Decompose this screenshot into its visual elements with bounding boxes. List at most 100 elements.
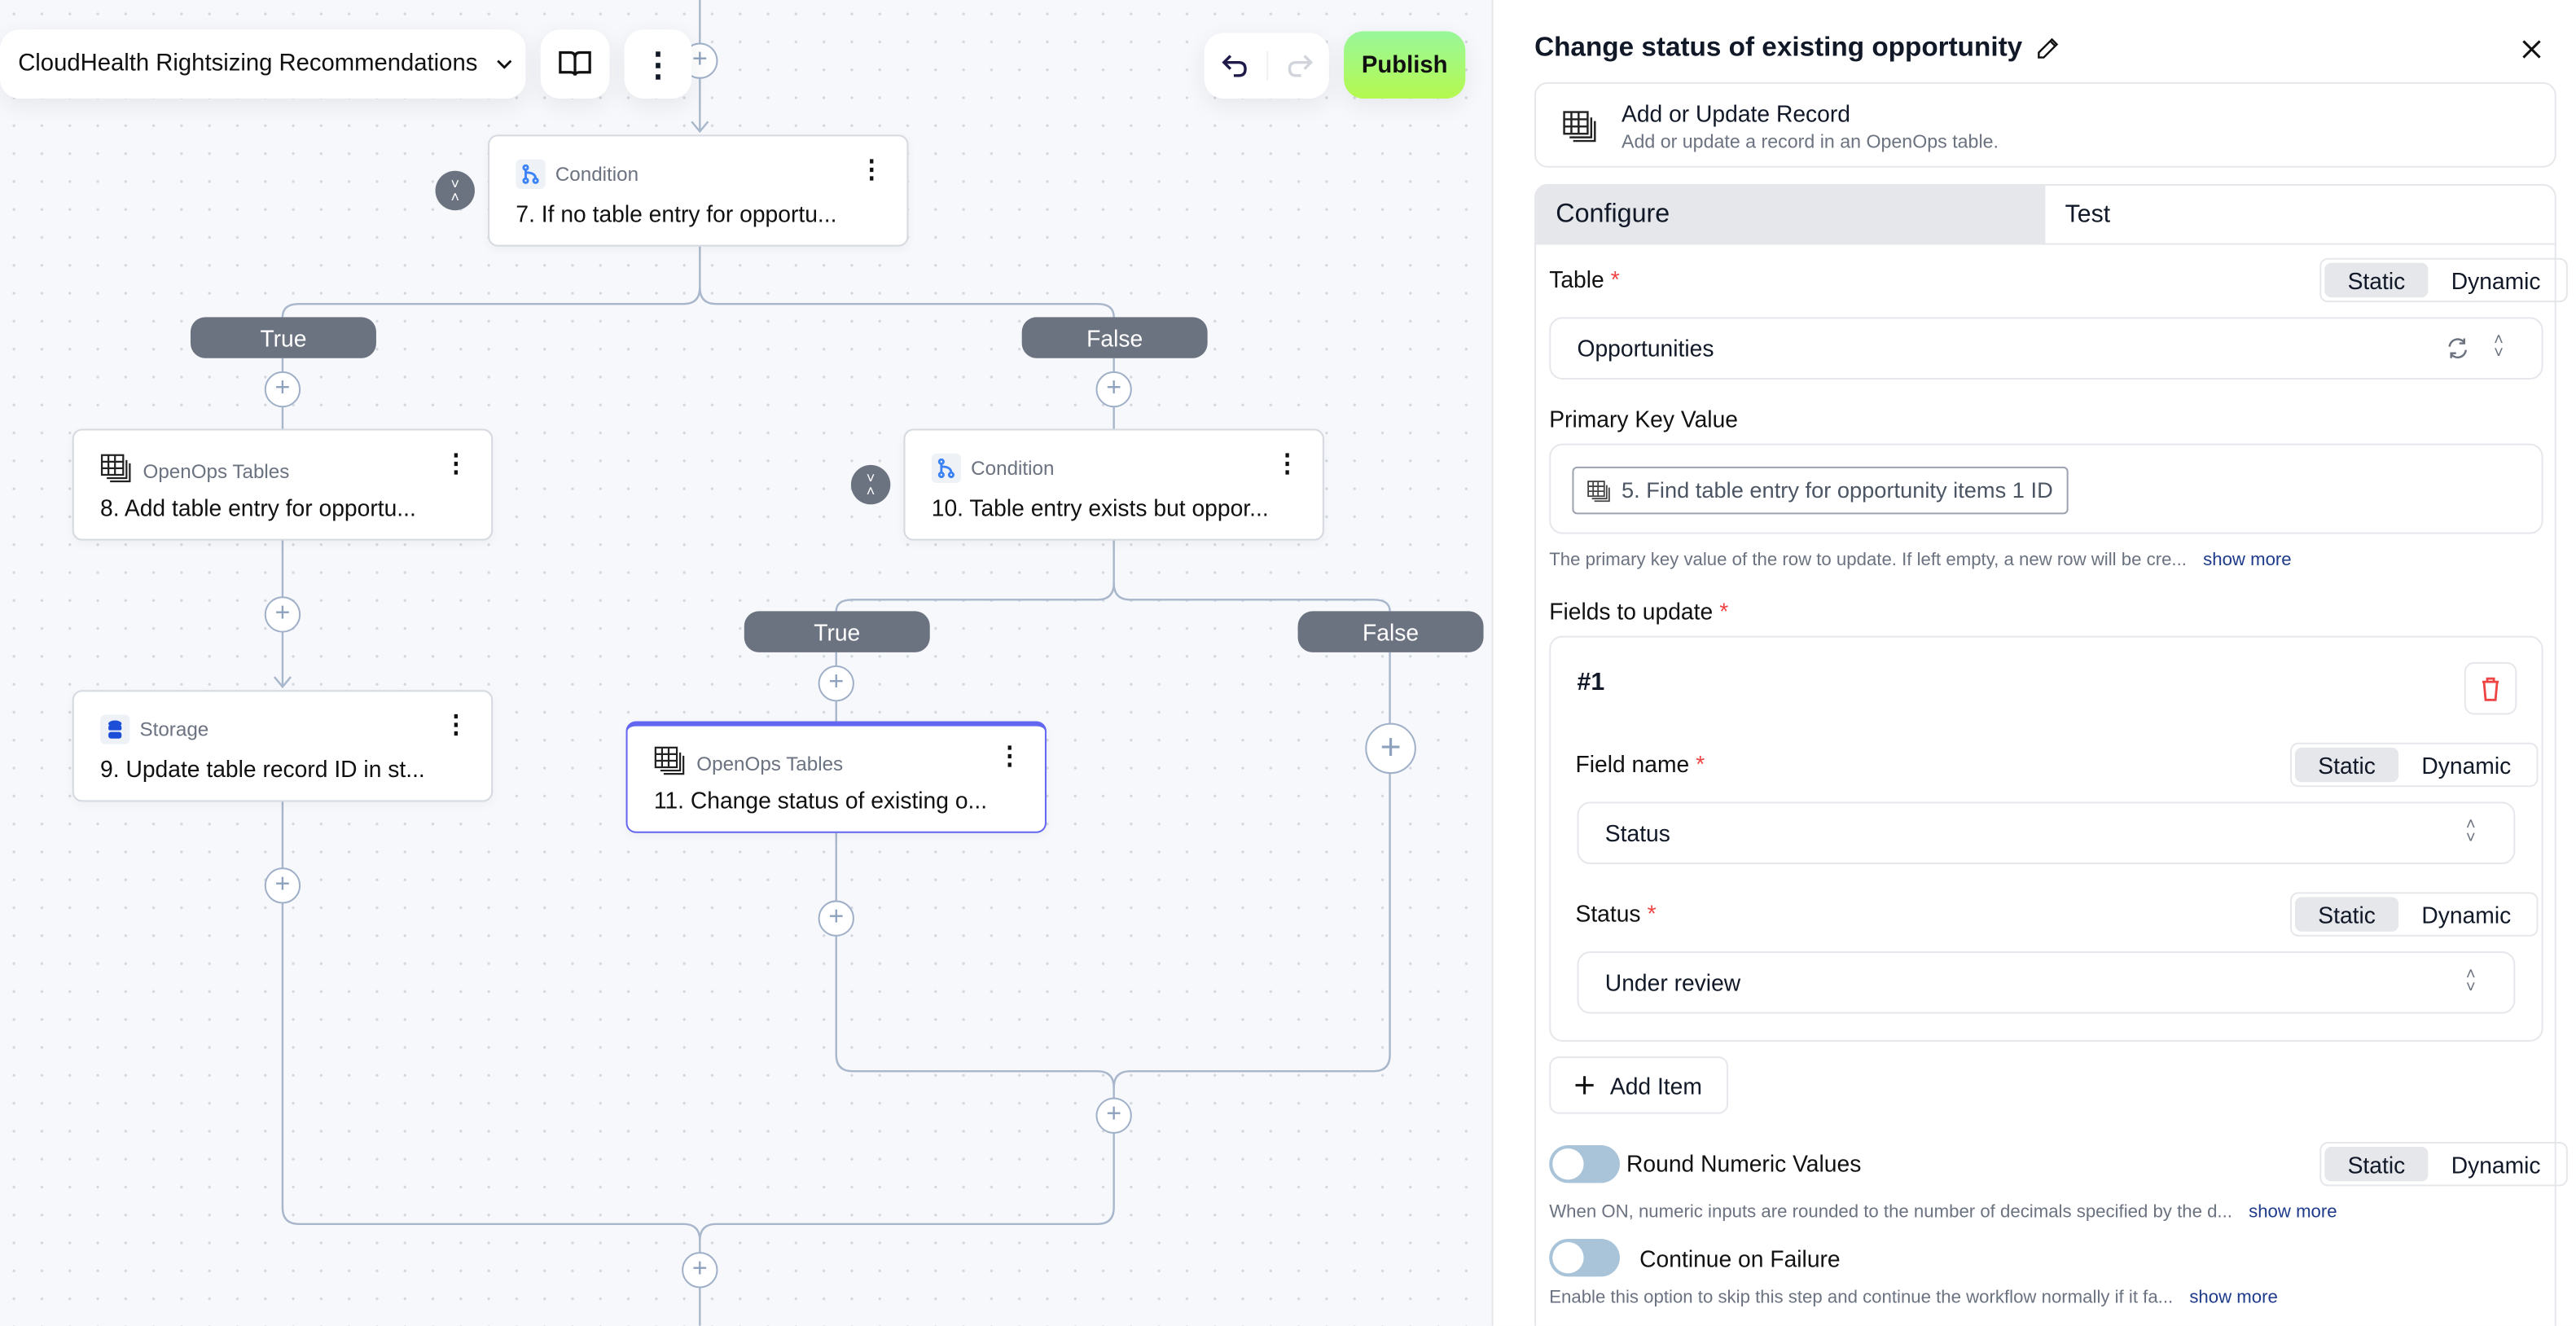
node-type: Condition [555, 162, 639, 186]
docs-button[interactable] [540, 29, 610, 99]
table-label: Table* [1549, 266, 1620, 293]
item-index: #1 [1577, 669, 1605, 697]
flow-node-9[interactable]: Storage 9. Update table record ID in st.… [72, 690, 494, 802]
redo-button[interactable] [1266, 50, 1329, 81]
flow-title-dropdown[interactable]: CloudHealth Rightsizing Recommendations [0, 29, 526, 99]
table-select[interactable]: Opportunities [1549, 317, 2543, 380]
status-mode-toggle[interactable]: Static Dynamic [2289, 892, 2539, 937]
table-icon [100, 454, 133, 488]
undo-redo-group [1204, 33, 1329, 99]
dynamic-option[interactable]: Dynamic [2421, 901, 2512, 928]
status-select[interactable]: Under review [1577, 951, 2516, 1014]
static-option[interactable]: Static [2295, 747, 2399, 783]
fields-label: Fields to update* [1549, 598, 1729, 625]
flow-node-10[interactable]: Condition 10. Table entry exists but opp… [903, 428, 1324, 541]
add-step-button[interactable]: + [264, 371, 301, 408]
field-item-card: #1 [1549, 635, 2543, 1042]
add-item-button[interactable]: Add Item [1549, 1056, 1729, 1114]
more-options-icon[interactable]: ⋮ [443, 711, 468, 740]
primary-key-help: The primary key value of the row to upda… [1549, 550, 2292, 570]
action-description: Add or update a record in an OpenOps tab… [1621, 133, 1999, 153]
show-more-link[interactable]: show more [2189, 1288, 2278, 1308]
pencil-icon[interactable] [2035, 36, 2060, 60]
plus-icon [1575, 1076, 1594, 1095]
static-option[interactable]: Static [2324, 262, 2429, 298]
add-step-button[interactable]: + [1365, 722, 1416, 775]
add-step-button[interactable]: + [818, 900, 854, 937]
data-reference-chip[interactable]: 5. Find table entry for opportunity item… [1572, 466, 2068, 515]
status-label: Status* [1575, 900, 1657, 927]
add-step-button[interactable]: + [1095, 1097, 1132, 1134]
chevron-down-icon [496, 59, 511, 69]
condition-icon [516, 159, 546, 189]
node-title: 7. If no table entry for opportu... [516, 200, 837, 227]
branch-label-false: False [1297, 611, 1484, 652]
more-options-icon[interactable]: ⋮ [997, 742, 1022, 771]
dynamic-option[interactable]: Dynamic [2421, 751, 2512, 779]
node-type: Condition [971, 456, 1055, 481]
continue-on-failure-label: Continue on Failure [1639, 1245, 1841, 1272]
refresh-icon[interactable] [2447, 337, 2469, 360]
action-card[interactable]: Add or Update Record Add or update a rec… [1534, 81, 2556, 168]
collapse-branches-button[interactable]: ˅˄ [435, 170, 475, 211]
flow-connectors [273, 0, 1391, 1326]
add-step-button[interactable]: + [264, 596, 301, 633]
more-options-icon[interactable]: ⋮ [858, 156, 884, 184]
more-options-icon[interactable]: ⋮ [1275, 450, 1300, 479]
chevron-up-down-icon: ˄˅ [2465, 816, 2476, 848]
tabs-container: Configure Test [1534, 183, 2556, 1326]
round-numeric-toggle[interactable] [1549, 1144, 1620, 1183]
field-name-mode-toggle[interactable]: Static Dynamic [2289, 742, 2539, 788]
add-step-button[interactable]: + [264, 867, 301, 904]
static-option[interactable]: Static [2324, 1147, 2429, 1182]
node-type: OpenOps Tables [143, 459, 290, 483]
flow-title: CloudHealth Rightsizing Recommendations [18, 50, 478, 77]
storage-icon [100, 714, 130, 744]
node-title: 9. Update table record ID in st... [100, 755, 425, 783]
field-name-select[interactable]: Status [1577, 801, 2516, 865]
chevron-up-down-icon: ˄˅ [2494, 332, 2504, 363]
node-title: 10. Table entry exists but oppor... [931, 494, 1269, 521]
more-options-icon[interactable]: ⋮ [443, 450, 468, 479]
show-more-link[interactable]: show more [2203, 550, 2292, 570]
trash-icon [2482, 676, 2499, 700]
round-numeric-help: When ON, numeric inputs are rounded to t… [1549, 1202, 2337, 1223]
dynamic-option[interactable]: Dynamic [2451, 1151, 2541, 1178]
flow-canvas[interactable]: + Condition 7. If no table entry for opp… [0, 0, 1492, 1326]
node-title: 11. Change status of existing o... [653, 787, 988, 814]
panel-title: Change status of existing opportunity [1534, 33, 2023, 63]
flow-node-8[interactable]: OpenOps Tables 8. Add table entry for op… [72, 428, 494, 541]
add-step-button[interactable]: + [818, 665, 854, 702]
add-step-button[interactable]: + [682, 1252, 718, 1289]
static-option[interactable]: Static [2295, 897, 2399, 932]
show-more-link[interactable]: show more [2249, 1202, 2337, 1223]
table-icon [654, 746, 687, 780]
field-name-label: Field name* [1575, 750, 1705, 778]
primary-key-input[interactable]: 5. Find table entry for opportunity item… [1549, 443, 2543, 534]
collapse-branches-button[interactable]: ˅˄ [850, 464, 891, 505]
book-open-icon [559, 50, 591, 76]
undo-button[interactable] [1205, 51, 1267, 81]
branch-label-true: True [190, 317, 376, 358]
delete-item-button[interactable] [2464, 661, 2517, 715]
tab-configure[interactable]: Configure [1536, 185, 2046, 245]
condition-icon [931, 453, 962, 484]
continue-on-failure-toggle[interactable] [1549, 1238, 1620, 1277]
close-icon[interactable] [2521, 39, 2541, 59]
continue-on-failure-help: Enable this option to skip this step and… [1549, 1288, 2278, 1308]
node-type: Storage [139, 718, 209, 741]
dynamic-option[interactable]: Dynamic [2451, 266, 2541, 294]
step-settings-panel: Change status of existing opportunity Ad… [1491, 0, 2576, 1326]
flow-node-7[interactable]: Condition 7. If no table entry for oppor… [488, 134, 909, 247]
undo-icon [1222, 55, 1247, 77]
round-numeric-mode-toggle[interactable]: Static Dynamic [2319, 1141, 2569, 1187]
chevron-up-down-icon: ˄˅ [2465, 966, 2476, 998]
flow-node-11[interactable]: OpenOps Tables 11. Change status of exis… [625, 721, 1047, 833]
table-mode-toggle[interactable]: Static Dynamic [2319, 257, 2569, 303]
add-step-button[interactable]: + [1095, 371, 1132, 408]
publish-button[interactable]: Publish [1344, 31, 1466, 99]
more-menu-button[interactable]: ⋮ [624, 29, 692, 99]
more-vertical-icon: ⋮ [641, 46, 675, 83]
node-type: OpenOps Tables [696, 751, 844, 775]
tab-test[interactable]: Test [2045, 186, 2555, 245]
